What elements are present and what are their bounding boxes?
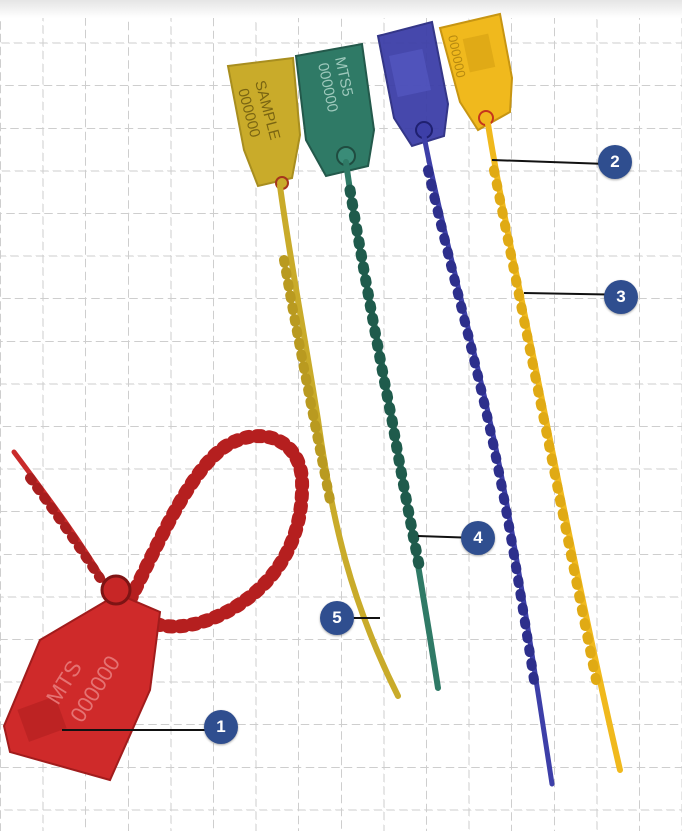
leader-line-5 bbox=[352, 617, 380, 619]
callout-3: 3 bbox=[604, 280, 638, 314]
callout-4: 4 bbox=[461, 521, 495, 555]
blue-seal bbox=[378, 22, 552, 784]
callout-2: 2 bbox=[598, 145, 632, 179]
callout-5: 5 bbox=[320, 601, 354, 635]
callout-1: 1 bbox=[204, 710, 238, 744]
leader-line-1 bbox=[62, 729, 210, 731]
